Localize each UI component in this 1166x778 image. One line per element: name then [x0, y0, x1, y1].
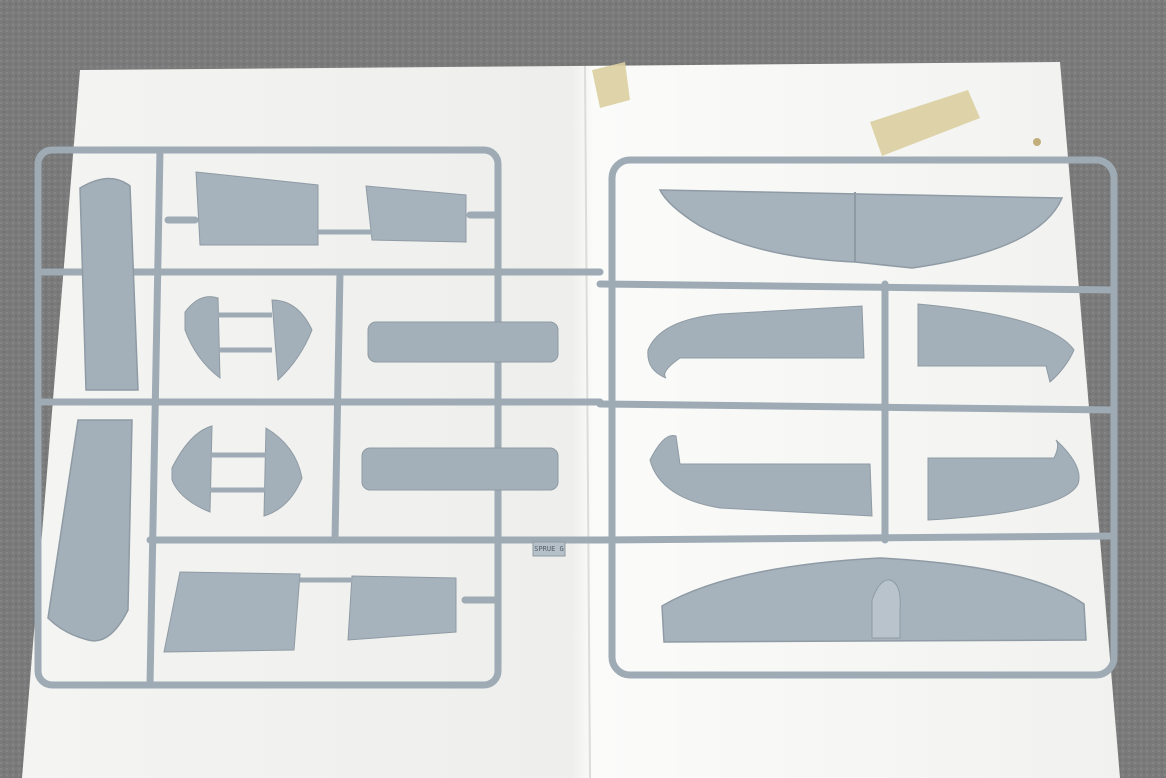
- right-sprue-frame: [596, 156, 1118, 679]
- right-wing-top: [658, 189, 1064, 269]
- masking-tape-piece: [592, 62, 630, 108]
- sprue-label: SPRUE G: [534, 545, 564, 553]
- paper-sheet: [22, 62, 1120, 778]
- elevator-part: [647, 305, 865, 379]
- left-long-part-lower: [47, 419, 133, 642]
- flap-part: [163, 571, 301, 653]
- masking-tape-piece: [870, 90, 980, 156]
- flap-part: [347, 575, 457, 641]
- mid-panel-part: [367, 321, 559, 363]
- elevator-part: [649, 435, 873, 517]
- elevator-part: [927, 439, 1080, 521]
- small-rudder-part: [263, 427, 303, 517]
- wing-cutout: [871, 579, 901, 639]
- flap-part: [365, 185, 467, 243]
- left-long-part-upper: [79, 177, 139, 391]
- small-rudder-part: [271, 299, 313, 382]
- small-rudder-part: [171, 425, 213, 513]
- tape-speck: [1033, 138, 1041, 146]
- paper-fold: [584, 65, 591, 778]
- sprue-tag: [532, 541, 566, 557]
- small-rudder-part: [184, 296, 221, 380]
- flap-part: [195, 171, 319, 246]
- elevator-part: [917, 303, 1075, 383]
- left-sprue-frame: [34, 146, 604, 689]
- mid-panel-part: [361, 447, 559, 491]
